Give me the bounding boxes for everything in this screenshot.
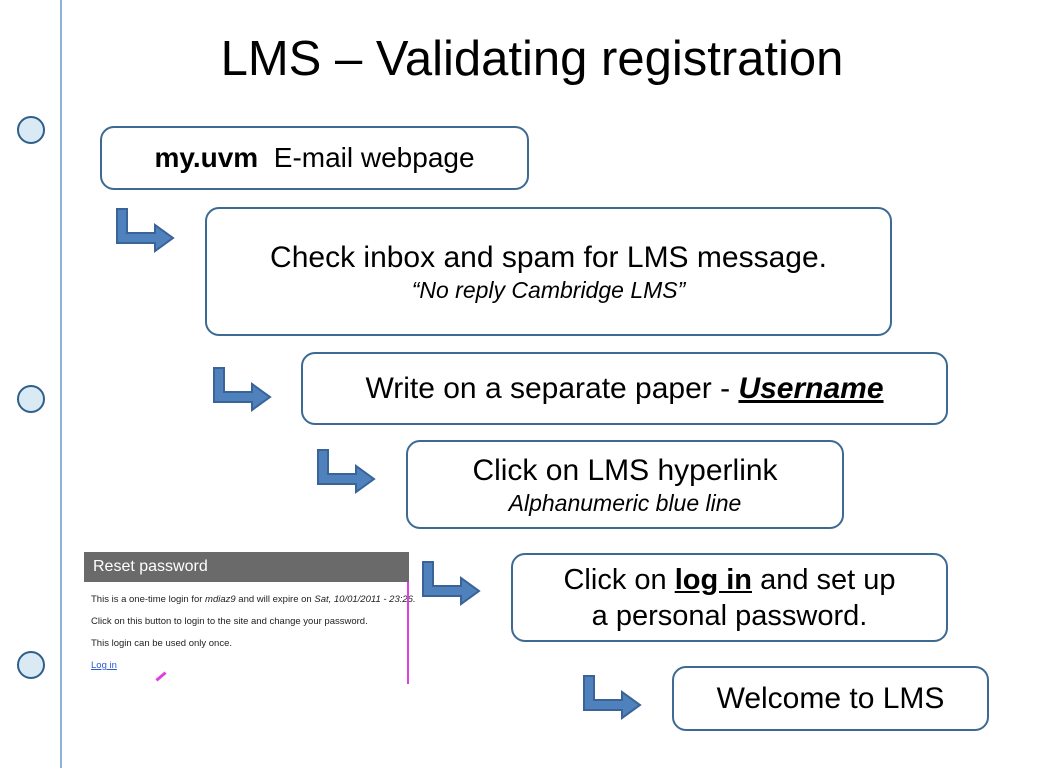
- step-box-login: Click on log in and set up a personal pa…: [511, 553, 948, 642]
- bullet-circle-bottom: [17, 651, 45, 679]
- hyperlink-hint: Alphanumeric blue line: [508, 489, 742, 516]
- screenshot-line-1-pre: This is a one-time login for: [91, 594, 206, 605]
- arrow-step-icon-1: [116, 208, 175, 253]
- username-instruction: Write on a separate paper - Username: [365, 371, 883, 407]
- screenshot-line-3: This login can be used only once.: [91, 638, 233, 649]
- screenshot-expiry-date: Sat, 10/01/2011 - 23:26.: [314, 594, 416, 605]
- screenshot-line-1-mid: and will expire on: [235, 594, 315, 605]
- set-up-text: and set up: [752, 563, 896, 596]
- log-in-emphasis: log in: [674, 563, 753, 596]
- screenshot-line-1: This is a one-time login for mdiaz9 and …: [84, 594, 416, 606]
- screenshot-line-2: Click on this button to login to the sit…: [91, 616, 368, 627]
- reset-password-screenshot: Reset password This is a one-time login …: [84, 552, 416, 684]
- login-instruction-line-1: Click on log in and set up: [563, 562, 895, 598]
- step-email-text: my.uvm E-mail webpage: [154, 140, 474, 176]
- arrow-step-icon-3: [317, 449, 376, 494]
- step-box-welcome: Welcome to LMS: [672, 666, 989, 731]
- screenshot-edge-line: [407, 582, 409, 684]
- arrow-step-icon-4: [422, 561, 481, 606]
- bullet-circle-top: [17, 116, 45, 144]
- write-paper-text: Write on a separate paper -: [365, 371, 739, 405]
- arrow-step-icon-5: [583, 675, 642, 720]
- hyperlink-instruction: Click on LMS hyperlink: [472, 453, 778, 487]
- sender-name: “No reply Cambridge LMS”: [411, 276, 686, 303]
- click-on-text: Click on: [563, 563, 675, 596]
- step-box-hyperlink: Click on LMS hyperlink Alphanumeric blue…: [406, 440, 844, 529]
- bullet-circle-middle: [17, 385, 45, 413]
- slide-title: LMS – Validating registration: [220, 32, 844, 86]
- my-uvm-label: my.uvm: [154, 142, 259, 173]
- screenshot-header: Reset password: [84, 552, 409, 582]
- login-instruction-line-2: a personal password.: [591, 599, 868, 632]
- screenshot-login-link[interactable]: Log in: [84, 660, 409, 672]
- step-box-username: Write on a separate paper - Username: [301, 352, 948, 425]
- screenshot-username: mdiaz9: [205, 594, 236, 605]
- welcome-text: Welcome to LMS: [716, 681, 945, 715]
- arrow-step-icon-2: [213, 367, 272, 412]
- step-box-email: my.uvm E-mail webpage: [100, 126, 529, 190]
- step-box-inbox: Check inbox and spam for LMS message. “N…: [205, 207, 892, 336]
- left-decorative-rule: [60, 0, 62, 768]
- inbox-instruction: Check inbox and spam for LMS message.: [270, 240, 827, 274]
- screenshot-login-link-text[interactable]: Log in: [91, 660, 117, 671]
- username-emphasis: Username: [738, 371, 884, 405]
- email-webpage-label: E-mail webpage: [273, 142, 475, 173]
